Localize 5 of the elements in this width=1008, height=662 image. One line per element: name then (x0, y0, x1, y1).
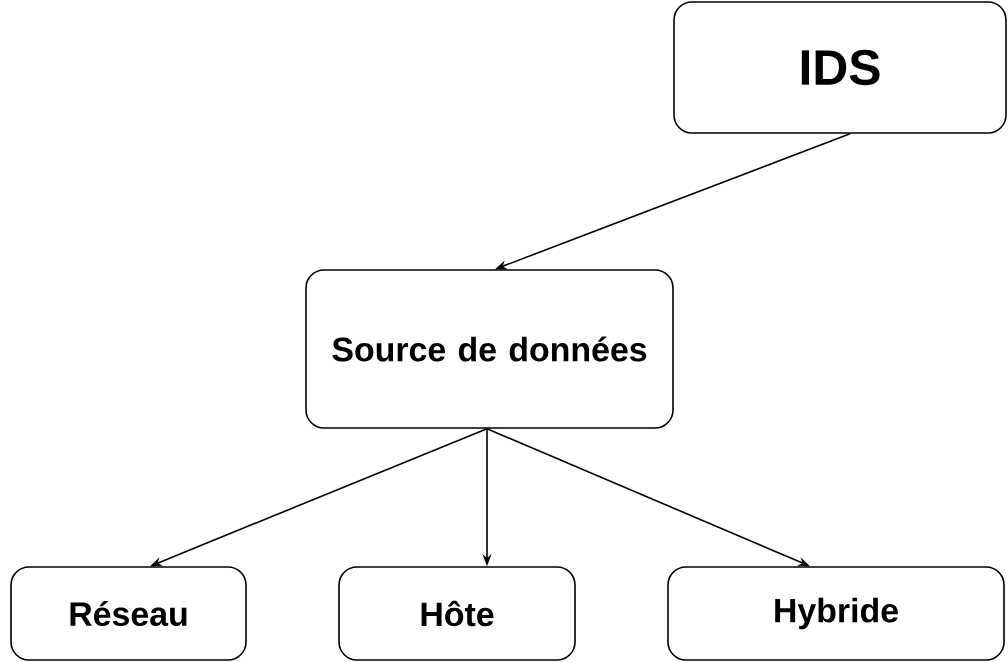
process-box: Hybride (667, 566, 1005, 661)
process-box: Réseau (10, 566, 247, 661)
process-box: IDS (673, 1, 1007, 134)
process-box: Source de données (305, 269, 674, 429)
process-box: Hôte (338, 566, 576, 661)
